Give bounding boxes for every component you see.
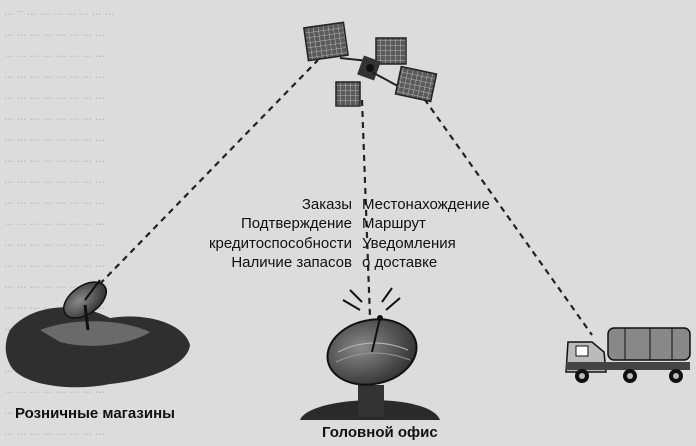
background-text-line: ... ... ... ... ... ... ... ... bbox=[4, 234, 105, 249]
background-text-line: ... ... ... ... ... ... ... ... bbox=[4, 87, 105, 102]
label-stock-availability: Наличие запасов bbox=[231, 254, 352, 271]
delivery-truck-icon bbox=[565, 327, 691, 383]
caption-head-office: Головной офис bbox=[322, 424, 438, 441]
background-text-line: ... ... ... ... ... ... ... ... bbox=[4, 66, 105, 81]
background-text-line: ... ... ... ... ... ... ... ... bbox=[4, 24, 105, 39]
background-text-line: ... ... ... ... ... ... ... ... bbox=[4, 129, 105, 144]
caption-retail-stores: Розничные магазины bbox=[15, 405, 175, 422]
label-confirmation: Подтверждение bbox=[240, 215, 352, 232]
link-lines bbox=[91, 59, 593, 336]
label-route: Маршрут bbox=[362, 215, 426, 232]
link-office-satellite bbox=[360, 99, 372, 319]
background-text-line: ... ... ... ... ... ... ... ... bbox=[4, 402, 105, 417]
retail-store-dish-icon bbox=[5, 279, 190, 388]
background-text-line: ... ... ... ... ... ... ... ... bbox=[4, 213, 105, 228]
label-creditworthiness: кредитоспособности bbox=[208, 235, 352, 252]
label-location: Местонахождение bbox=[362, 196, 490, 213]
background-text-line: ... ... ... ... ... ... ... ... bbox=[4, 423, 105, 438]
head-office-dish-icon bbox=[300, 287, 440, 420]
background-text-line: ... ... ... ... ... ... ... ... bbox=[4, 255, 105, 270]
background-text-line: ... ... ... ... ... ... ... ... bbox=[4, 192, 105, 207]
background-text-line: ... ... ... ... ... ... ... ... bbox=[4, 108, 105, 123]
label-about-delivery: о доставке bbox=[362, 254, 438, 271]
label-notifications: Уведомления bbox=[362, 235, 456, 252]
background-text-line: ... – ... ... ... ... ... ... ... bbox=[4, 3, 115, 18]
label-orders: Заказы bbox=[301, 196, 352, 213]
satellite-icon bbox=[302, 21, 438, 107]
background-text-line: ... ... ... ... ... ... ... ... bbox=[4, 171, 105, 186]
background-text-line: ... ... ... ... ... ... ... ... bbox=[4, 45, 105, 60]
background-text-line: ... ... ... ... ... ... ... ... bbox=[4, 150, 105, 165]
link-store-satellite bbox=[91, 59, 319, 293]
